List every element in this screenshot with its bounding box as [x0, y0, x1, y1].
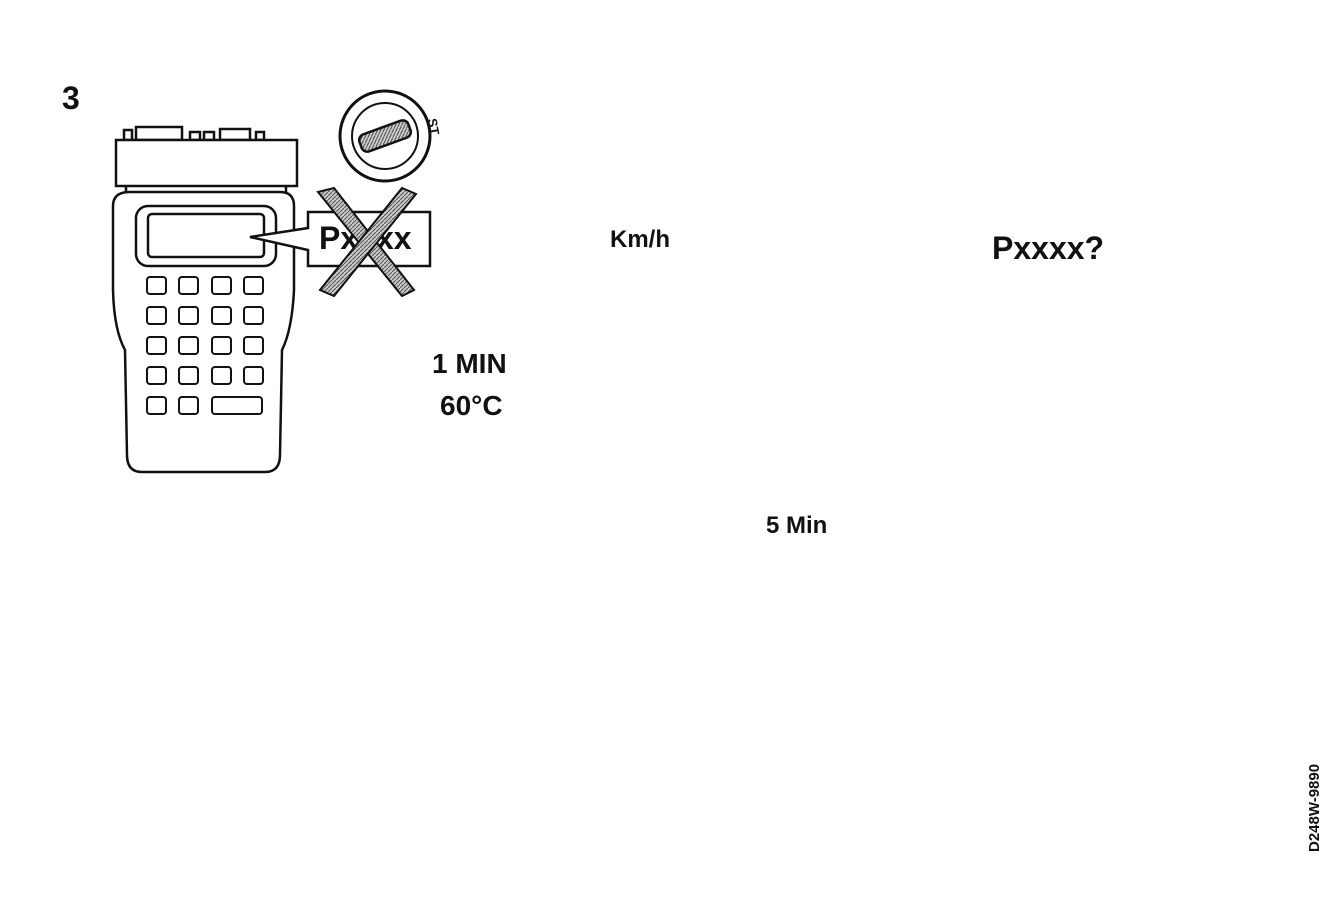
left-display-code: Pxxxx	[319, 220, 412, 256]
step-number: 3	[62, 80, 80, 116]
figure-reference: D248W-9890	[1306, 763, 1323, 852]
right-display-code: Pxxxx?	[992, 230, 1105, 266]
duration-label: 5 Min	[766, 512, 828, 539]
y-axis-label: Km/h	[610, 226, 670, 253]
condition-temperature: 60°C	[440, 390, 503, 421]
left-diagnostic-tool	[111, 125, 299, 474]
ignition-key-icon	[338, 89, 432, 183]
condition-time: 1 MIN	[432, 348, 507, 379]
